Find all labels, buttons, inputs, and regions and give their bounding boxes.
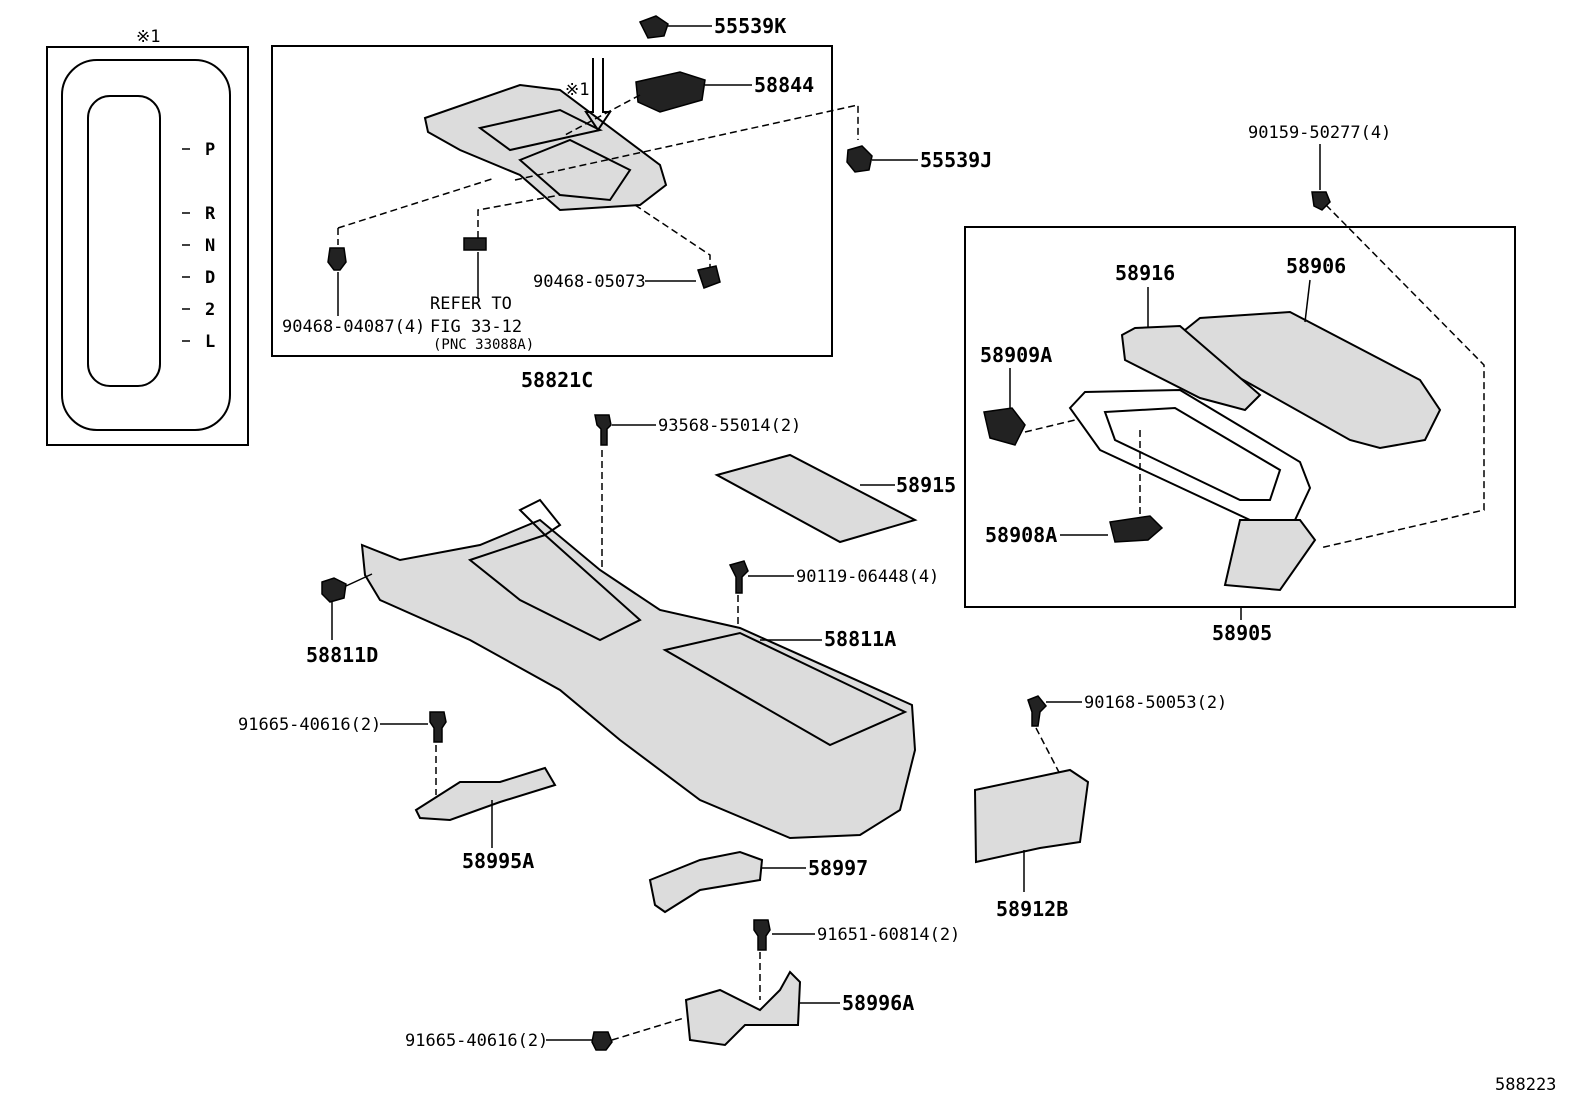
clip-90468-05073	[697, 265, 721, 289]
label-90468-04087: 90468-04087(4)	[282, 317, 425, 337]
clip-55539k	[638, 15, 669, 39]
label-58821c: 58821C	[521, 368, 593, 392]
label-58844: 58844	[754, 73, 814, 97]
refer-line-3: (PNC 33088A)	[433, 337, 534, 353]
label-58916: 58916	[1115, 261, 1175, 285]
ref-mark-1: ※1	[565, 80, 589, 100]
diagram-id: 588223	[1495, 1075, 1556, 1095]
bracket-58912b	[973, 768, 1090, 864]
part-58909a	[983, 407, 1026, 446]
label-58995a: 58995A	[462, 849, 534, 873]
pad-58916	[1120, 324, 1262, 412]
label-58996a: 58996A	[842, 991, 914, 1015]
label-58909a: 58909A	[980, 343, 1052, 367]
shift-bezel-panel	[423, 83, 668, 212]
label-55539j: 55539J	[920, 148, 992, 172]
bracket-58995a-group: 91665-40616(2) 58995A	[238, 711, 557, 873]
label-90119-06448: 90119-06448(4)	[796, 567, 939, 587]
screw-93568-55014	[594, 414, 612, 446]
bezel-group: 55539K ※1 58844 55539J 90468-04087(4) RE…	[271, 14, 992, 392]
bracket-58912b-group: 90168-50053(2) 58912B	[973, 693, 1227, 921]
bezel-recess	[477, 108, 603, 152]
bezel-gate-opening	[518, 138, 632, 202]
bracket-58997	[648, 850, 764, 914]
refer-line-1: REFER TO	[430, 294, 512, 314]
console-box-group: 90159-50277(4) 58906 58916 58909A 58908A…	[964, 123, 1516, 645]
refer-line-2: FIG 33-12	[430, 317, 522, 337]
gate-plate-outer	[61, 59, 231, 431]
gear-markers	[182, 148, 190, 342]
lid-58906	[1183, 310, 1442, 450]
lock-58908a	[1109, 515, 1164, 543]
screw-90168-50053	[1027, 695, 1048, 727]
ref-arrow	[584, 58, 612, 132]
bracket-58995a	[414, 766, 557, 822]
bracket-58996a	[684, 970, 802, 1047]
gear-d: D	[205, 268, 215, 288]
gear-p: P	[205, 140, 215, 160]
console-body-front-tab	[518, 498, 562, 537]
gear-2: 2	[205, 300, 215, 320]
label-91665-40616-b: 91665-40616(2)	[405, 1031, 548, 1051]
label-58908a: 58908A	[985, 523, 1057, 547]
label-90468-05073: 90468-05073	[533, 272, 646, 292]
console-body-58811a	[360, 518, 917, 840]
bracket-58997-group: 58997	[648, 850, 868, 914]
refer-part	[463, 237, 487, 251]
screw-90119-06448	[728, 560, 749, 594]
label-58915: 58915	[896, 473, 956, 497]
clip-58811d	[321, 577, 347, 603]
bolt-91665-40616-a	[429, 711, 447, 743]
box-tray	[1068, 388, 1312, 521]
label-58912b: 58912B	[996, 897, 1068, 921]
label-93568-55014: 93568-55014(2)	[658, 416, 801, 436]
gear-n: N	[205, 236, 215, 256]
label-55539k: 55539K	[714, 14, 786, 38]
console-body-group: 93568-55014(2) 58915 90119-06448(4) 5881…	[306, 414, 956, 840]
label-91651-60814: 91651-60814(2)	[817, 925, 960, 945]
console-box-frame	[964, 226, 1516, 608]
label-58997: 58997	[808, 856, 868, 880]
bracket-58996a-group: 91651-60814(2) 58996A 91665-40616(2)	[405, 919, 960, 1051]
inset-frame	[46, 46, 249, 446]
bolt-91665-40616-b	[591, 1031, 613, 1051]
inset-title: ※1	[136, 27, 160, 47]
label-91665-40616-a: 91665-40616(2)	[238, 715, 381, 735]
clip-55539j	[846, 145, 873, 173]
box-hinge	[1223, 519, 1317, 592]
bezel-group-frame	[271, 45, 833, 357]
label-90159-50277: 90159-50277(4)	[1248, 123, 1391, 143]
console-body-rear-opening	[662, 631, 908, 747]
switch-58844	[635, 71, 706, 113]
label-58905: 58905	[1212, 621, 1272, 645]
gate-slot	[87, 95, 161, 387]
label-58906: 58906	[1286, 254, 1346, 278]
console-body-upper-opening	[467, 533, 642, 642]
label-58811a: 58811A	[824, 627, 896, 651]
gear-l: L	[205, 332, 215, 352]
label-90168-50053: 90168-50053(2)	[1084, 693, 1227, 713]
gear-r: R	[205, 204, 216, 224]
box-tray-inner	[1103, 406, 1282, 501]
mat-58915	[714, 453, 918, 544]
label-58811d: 58811D	[306, 643, 378, 667]
bolt-91651-60814	[753, 919, 771, 951]
clip-90468-04087	[327, 247, 347, 271]
shift-gate-inset: ※1 P R N D 2 L	[46, 27, 249, 446]
